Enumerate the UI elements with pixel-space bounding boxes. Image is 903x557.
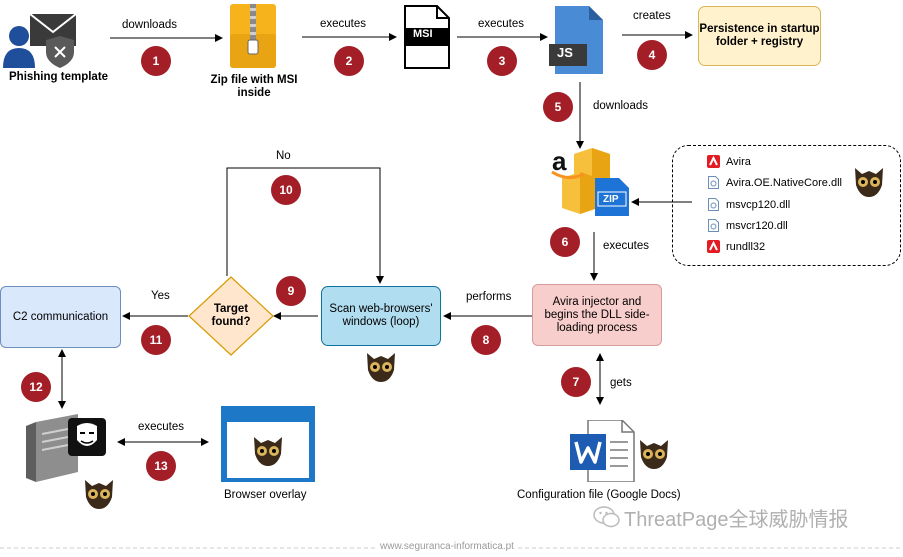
edge-label-10: No	[276, 150, 291, 162]
edge-label-11: Yes	[151, 290, 170, 302]
phishing-template-label: Phishing template	[9, 71, 109, 83]
edge-label-1: downloads	[122, 19, 177, 31]
step-badge-5: 5	[543, 92, 573, 122]
server-icon	[26, 414, 78, 482]
owl-logo-icon	[640, 440, 668, 469]
file-item-rundll: rundll32	[707, 240, 765, 253]
browser-overlay-label: Browser overlay	[224, 489, 307, 501]
avira-icon	[707, 240, 720, 253]
file-name: rundll32	[726, 240, 766, 253]
msi-file-icon	[404, 5, 450, 69]
owl-logo-icon	[254, 437, 282, 466]
js-label: JS	[557, 45, 573, 60]
zip-folder-icon	[230, 4, 276, 68]
file-item-dll: msvcr120.dll	[707, 219, 788, 232]
file-name: msvcp120.dll	[726, 198, 791, 211]
edge-label-13: executes	[138, 421, 185, 433]
step-badge-8: 8	[471, 325, 501, 355]
step-badge-9: 9	[276, 276, 306, 306]
step-badge-2: 2	[334, 46, 364, 76]
step-badge-11: 11	[141, 325, 171, 355]
dll-file-icon	[708, 219, 719, 232]
sideload-file-list: Avira Avira.OE.NativeCore.dll msvcp120.d…	[707, 155, 877, 263]
step-badge-7: 7	[561, 367, 591, 397]
step-badge-1: 1	[141, 46, 171, 76]
target-found-label: Target found?	[211, 303, 251, 328]
step-badge-4: 4	[637, 40, 667, 70]
dll-file-icon	[708, 198, 719, 211]
config-file-label: Configuration file (Google Docs)	[517, 489, 681, 501]
owl-logo-icon	[85, 480, 113, 509]
edge-label-3: executes	[478, 18, 525, 30]
file-item-dll: Avira.OE.NativeCore.dll	[707, 176, 842, 189]
edge-10-line	[226, 167, 384, 284]
word-doc-icon	[570, 420, 635, 482]
dll-file-icon	[708, 176, 719, 189]
edge-label-5: downloads	[593, 100, 648, 112]
avira-icon	[707, 155, 720, 168]
zip-badge-label: ZIP	[603, 194, 619, 205]
step-badge-10: 10	[271, 175, 301, 205]
file-name: Avira.OE.NativeCore.dll	[726, 176, 842, 189]
edge-label-6: executes	[603, 240, 650, 252]
avira-injector-node: Avira injector and begins the DLL side-l…	[532, 284, 662, 346]
zip-node-label: Zip file with MSI inside	[210, 74, 298, 99]
amazon-letter: a	[552, 146, 567, 176]
file-name: msvcr120.dll	[726, 219, 788, 232]
file-item-dll: msvcp120.dll	[707, 198, 790, 211]
edge-label-2: executes	[320, 18, 367, 30]
footer-url: www.seguranca-informatica.pt	[376, 541, 518, 552]
c2-communication-node: C2 communication	[0, 286, 121, 348]
file-item-avira: Avira	[707, 155, 751, 168]
step-badge-6: 6	[550, 227, 580, 257]
file-name: Avira	[726, 155, 751, 168]
scan-browsers-node: Scan web-browsers' windows (loop)	[321, 286, 441, 346]
step-badge-13: 13	[146, 451, 176, 481]
owl-logo-icon	[855, 168, 883, 197]
step-badge-3: 3	[487, 46, 517, 76]
msi-label: MSI	[413, 28, 433, 40]
step-badge-12: 12	[21, 372, 51, 402]
wechat-icon	[593, 506, 620, 528]
hacker-mask-icon	[68, 418, 106, 456]
owl-logo-icon	[367, 353, 395, 382]
sideload-files-group	[672, 145, 901, 266]
edge-label-7: gets	[610, 377, 632, 389]
edge-label-4: creates	[633, 10, 671, 22]
persistence-node: Persistence in startup folder + registry	[698, 6, 821, 66]
user-mail-icon	[3, 13, 77, 68]
js-file-icon	[549, 6, 603, 74]
watermark-text: ThreatPage全球威胁情报	[624, 509, 849, 531]
target-found-diamond	[188, 276, 274, 356]
zip-badge-icon	[595, 178, 629, 216]
edge-label-8: performs	[466, 291, 512, 303]
